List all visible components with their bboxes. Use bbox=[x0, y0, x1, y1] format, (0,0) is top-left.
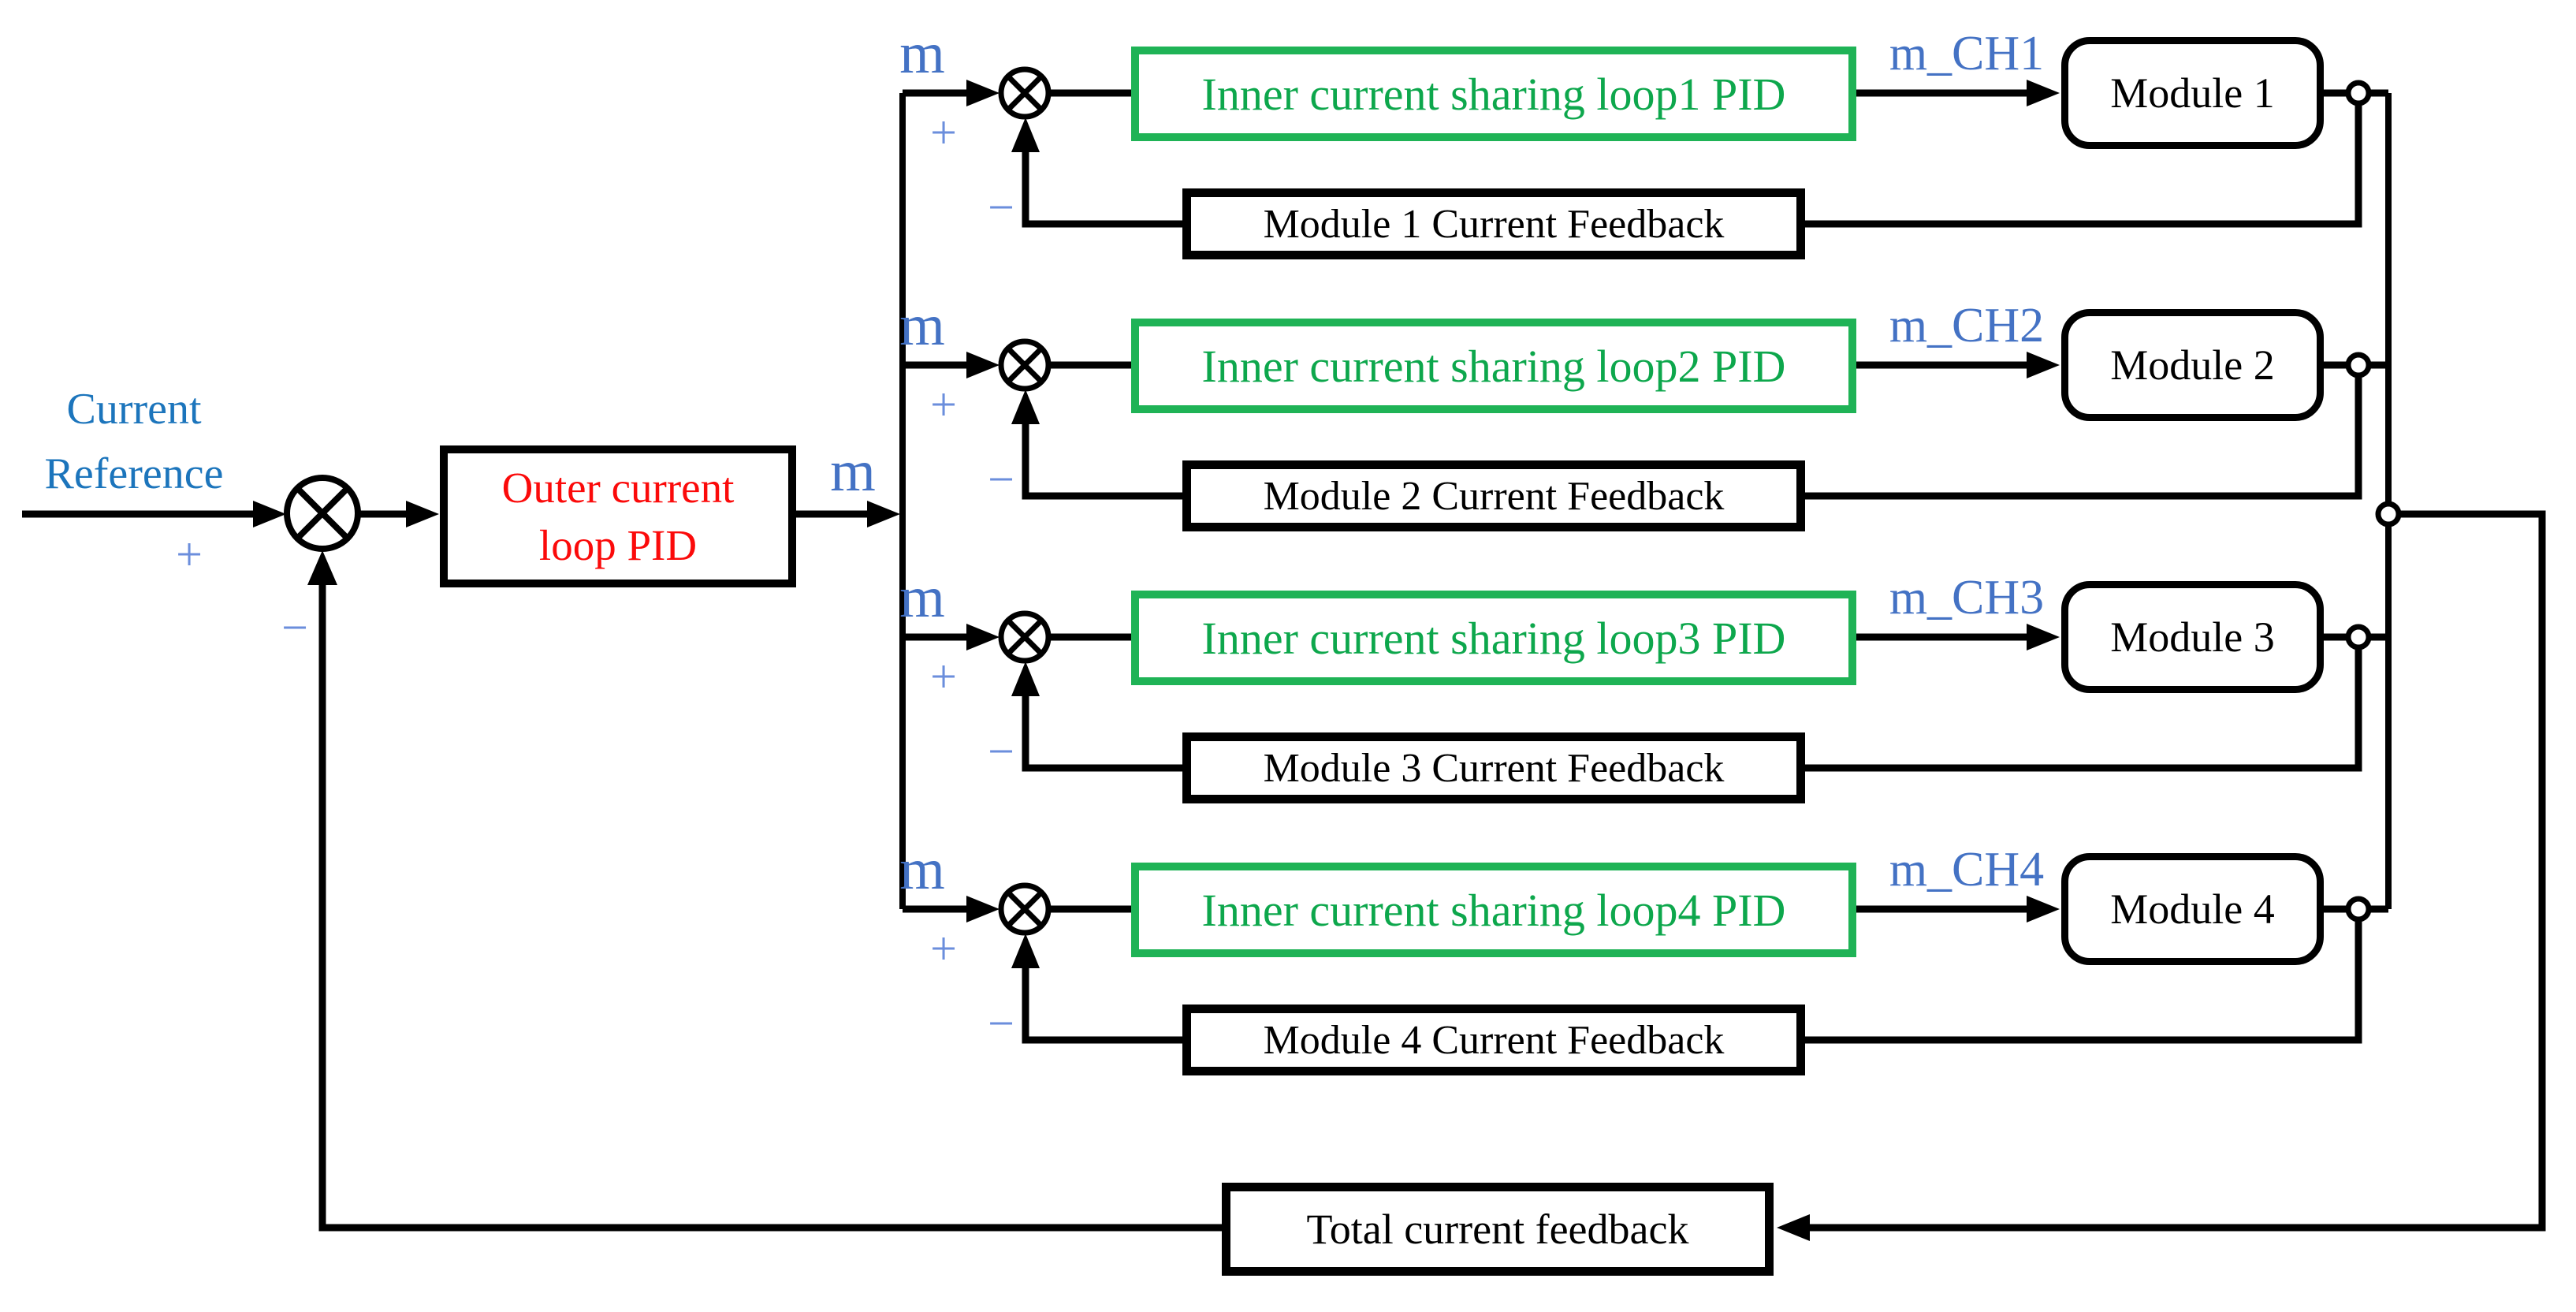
branch1-plus-sign: + bbox=[930, 106, 957, 158]
branch3-m-label: m bbox=[899, 565, 945, 630]
branch1-feedback-box: Module 1 Current Feedback bbox=[1182, 188, 1805, 259]
outer-pid-line2: loop PID bbox=[538, 521, 698, 569]
module1-output-node bbox=[2345, 80, 2372, 106]
branch3-junction-arrowhead bbox=[966, 624, 1000, 650]
branch2-summing-junction-cross bbox=[1006, 346, 1044, 384]
branch2-module-input-arrowhead bbox=[2027, 352, 2060, 378]
branch3-plus-sign: + bbox=[930, 650, 957, 703]
branch1-minus-sign: − bbox=[988, 181, 1014, 233]
branch3-feedback-return-path bbox=[1022, 695, 1182, 772]
module3-output-node bbox=[2345, 624, 2372, 650]
branch1-module-input-arrowhead bbox=[2027, 80, 2060, 106]
branch4-inner-pid-box: Inner current sharing loop4 PID bbox=[1131, 863, 1856, 957]
total-feedback-arrowhead bbox=[1777, 1214, 1810, 1241]
branch3-summing-junction-cross bbox=[1006, 618, 1044, 656]
branch1-junction-arrowhead bbox=[966, 80, 1000, 106]
branch1-feedback-arrowhead bbox=[1011, 117, 1040, 152]
branch4-summing-junction-cross bbox=[1006, 890, 1044, 928]
bus-input-arrowhead bbox=[867, 501, 900, 527]
branch1-feedback-tap-path bbox=[1805, 93, 2362, 228]
total-current-node bbox=[2375, 501, 2402, 527]
current-reference-line2: Reference bbox=[44, 449, 224, 498]
branch2-inner-pid-box: Inner current sharing loop2 PID bbox=[1131, 319, 1856, 413]
branch2-module-box: Module 2 bbox=[2061, 309, 2324, 421]
branch4-feedback-arrowhead bbox=[1011, 934, 1040, 968]
branch2-minus-sign: − bbox=[988, 453, 1014, 505]
branch2-junction-arrowhead bbox=[966, 352, 1000, 378]
branch3-feedback-arrowhead bbox=[1011, 662, 1040, 696]
branch4-module-input-arrowhead bbox=[2027, 896, 2060, 922]
main-m-label: m bbox=[830, 439, 876, 504]
branch2-feedback-return-path bbox=[1022, 423, 1182, 500]
total-feedback-box: Total current feedback bbox=[1222, 1183, 1774, 1276]
branch2-feedback-arrowhead bbox=[1011, 390, 1040, 424]
branch1-feedback-return-path bbox=[1022, 151, 1182, 228]
branch3-feedback-box: Module 3 Current Feedback bbox=[1182, 732, 1805, 803]
branch2-m-label: m bbox=[899, 293, 945, 358]
branch4-m-label: m bbox=[899, 837, 945, 902]
input-arrowhead bbox=[253, 501, 286, 527]
outer-pid-line1: Outer current bbox=[501, 464, 735, 512]
branch3-minus-sign: − bbox=[988, 725, 1014, 777]
main-feedback-return-path bbox=[318, 583, 1222, 1232]
main-minus-sign: − bbox=[281, 602, 308, 654]
branch2-feedback-tap-path bbox=[1805, 365, 2362, 500]
branch1-module-box: Module 1 bbox=[2061, 37, 2324, 149]
main-junction-feedback-arrowhead bbox=[307, 550, 337, 585]
branch3-m-ch-label: m_CH3 bbox=[1889, 571, 2045, 624]
branch3-module-input-arrowhead bbox=[2027, 624, 2060, 650]
current-reference-line1: Current bbox=[66, 385, 202, 434]
module4-output-node bbox=[2345, 896, 2372, 922]
module2-output-node bbox=[2345, 352, 2372, 378]
branch4-minus-sign: − bbox=[988, 997, 1014, 1049]
outer-pid-input-arrowhead bbox=[406, 501, 439, 527]
total-feedback-return-path bbox=[1810, 510, 2546, 1232]
branch3-inner-pid-box: Inner current sharing loop3 PID bbox=[1131, 591, 1856, 685]
branch4-plus-sign: + bbox=[930, 922, 957, 975]
branch2-feedback-box: Module 2 Current Feedback bbox=[1182, 460, 1805, 531]
current-reference-label: Current Reference bbox=[12, 377, 256, 506]
branch1-summing-junction-cross bbox=[1006, 74, 1044, 112]
branch2-plus-sign: + bbox=[930, 378, 957, 430]
branch4-junction-arrowhead bbox=[966, 896, 1000, 922]
main-summing-junction-cross bbox=[295, 486, 350, 541]
branch4-module-box: Module 4 bbox=[2061, 853, 2324, 965]
branch4-feedback-return-path bbox=[1022, 967, 1182, 1044]
branch4-m-ch-label: m_CH4 bbox=[1889, 843, 2045, 896]
branch4-feedback-box: Module 4 Current Feedback bbox=[1182, 1004, 1805, 1075]
branch2-m-ch-label: m_CH2 bbox=[1889, 299, 2045, 352]
branch1-inner-pid-box: Inner current sharing loop1 PID bbox=[1131, 47, 1856, 141]
branch3-module-box: Module 3 bbox=[2061, 581, 2324, 693]
branch4-feedback-tap-path bbox=[1805, 909, 2362, 1044]
branch3-feedback-tap-path bbox=[1805, 637, 2362, 772]
outer-current-loop-pid-box: Outer current loop PID bbox=[440, 445, 796, 587]
branch1-m-label: m bbox=[899, 21, 945, 86]
main-plus-sign: + bbox=[176, 528, 203, 580]
branch1-m-ch-label: m_CH1 bbox=[1889, 27, 2045, 80]
